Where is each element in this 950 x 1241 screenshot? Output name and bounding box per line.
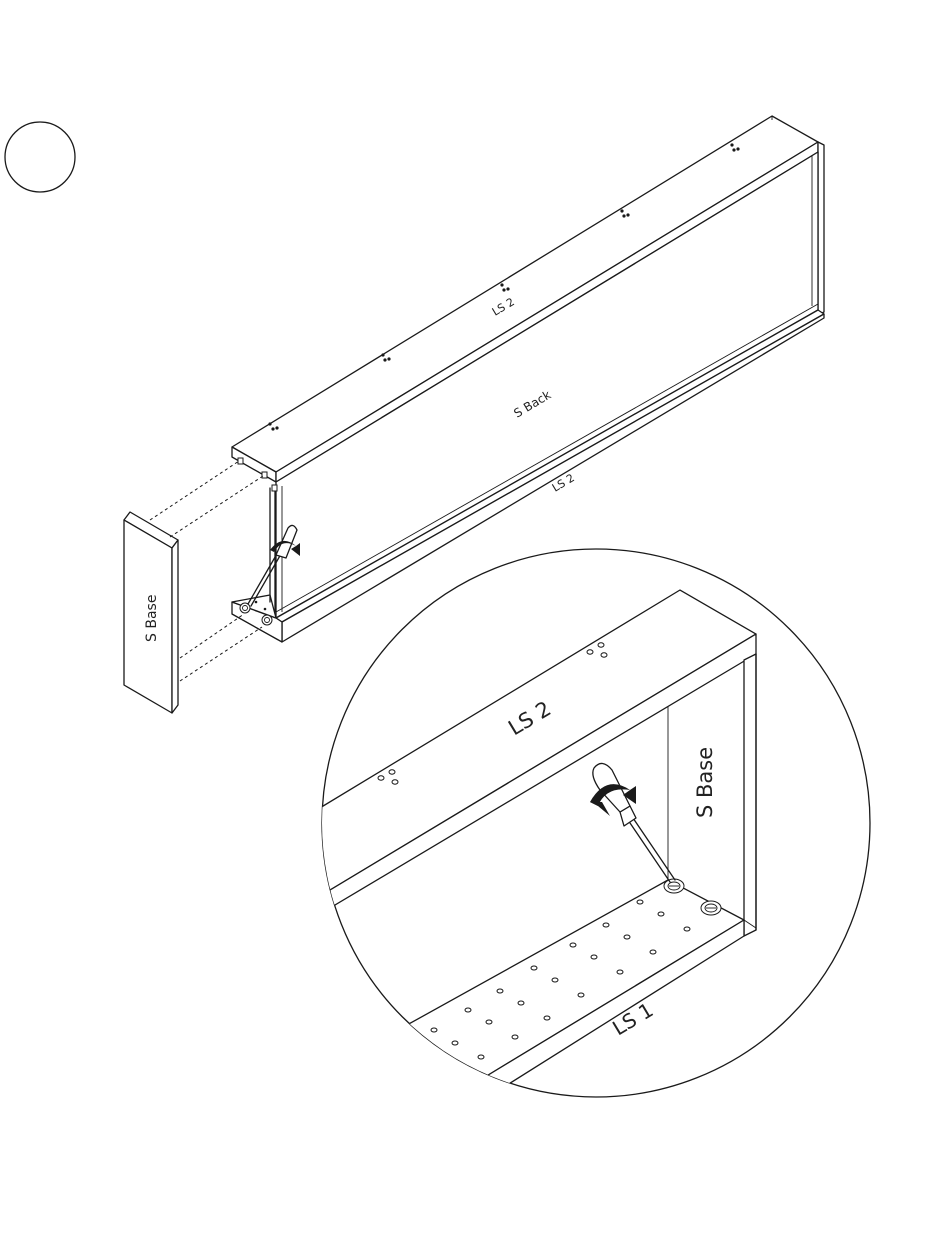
step-indicator	[5, 122, 75, 192]
zoom-detail: LS 2 S Base LS 1	[300, 549, 870, 1097]
main-assembly: LS 2 S Back LS 2	[232, 116, 824, 642]
left-end-post	[238, 458, 277, 612]
panel-s-base: S Base	[124, 512, 178, 713]
step-circle	[5, 122, 75, 192]
label-zoom-s-base: S Base	[693, 747, 717, 818]
label-s-base: S Base	[144, 595, 160, 642]
screwdriver-icon	[593, 763, 675, 882]
